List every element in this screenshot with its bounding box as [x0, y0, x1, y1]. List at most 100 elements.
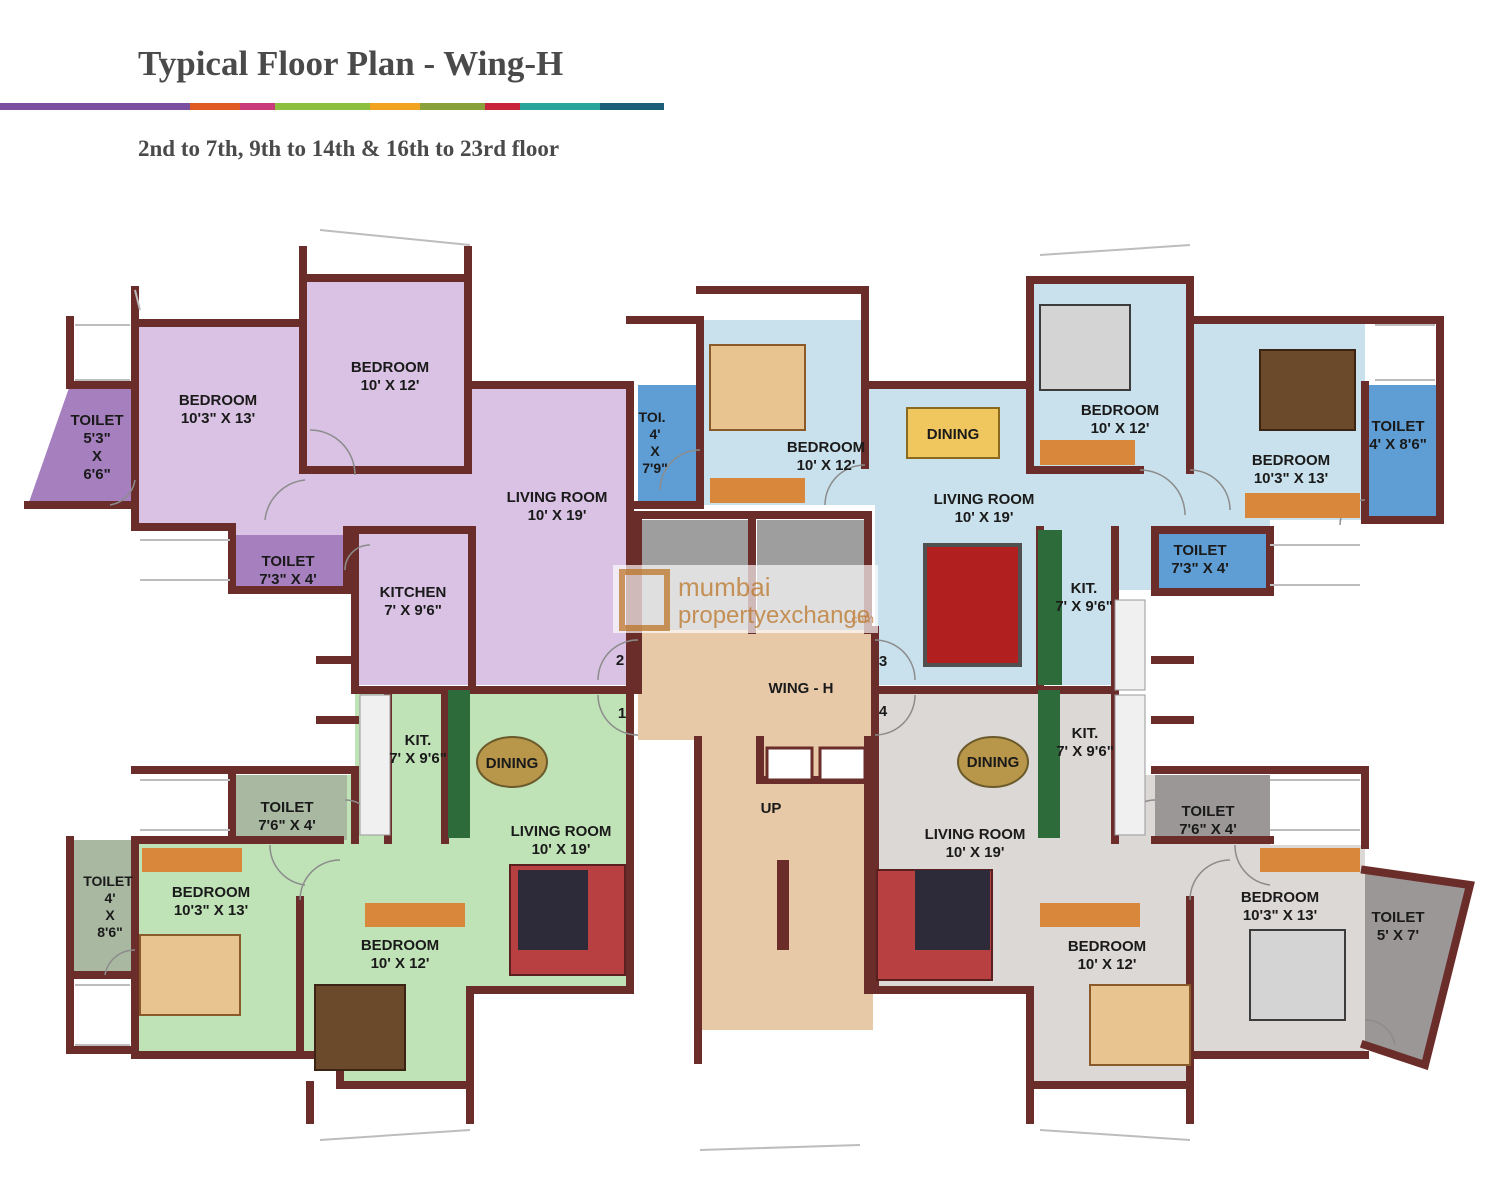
wardrobe-icon [710, 478, 805, 503]
fill-tl-toilet2 [232, 535, 347, 590]
wardrobe-icon [142, 848, 242, 872]
kitchen-counter-icon [359, 694, 391, 836]
wardrobe-icon [1040, 903, 1140, 927]
room-label-bl-dining: DINING [486, 755, 539, 772]
dining-table-icon [957, 736, 1029, 788]
watermark-line2: propertyexchange [678, 602, 870, 629]
door-number-3: 3 [879, 653, 887, 670]
door-numbers: 1 2 3 4 [616, 652, 888, 722]
dining-table-icon [476, 736, 548, 788]
fill-bl-toilet [232, 775, 347, 840]
room-label-bl-kit: KIT.7' X 9'6" [389, 732, 447, 767]
bed-icon [1039, 304, 1131, 391]
fill-tr [700, 280, 1365, 685]
page-subtitle: 2nd to 7th, 9th to 14th & 16th to 23rd f… [138, 136, 560, 161]
door-number-2: 2 [616, 652, 624, 669]
wardrobe-icon [1260, 848, 1360, 872]
fill-lobby [638, 630, 875, 740]
wardrobe-icon [1040, 440, 1135, 465]
dining-table-icon [906, 407, 1000, 459]
stripe-segment [485, 103, 520, 110]
rug-icon [518, 870, 588, 950]
windows [75, 229, 1435, 1151]
fill-tr-toilet-bottom [1155, 530, 1270, 592]
room-label-wing: WING - H [769, 680, 834, 697]
lift-shaft-icon [818, 746, 867, 782]
room-label-tr-kit: KIT.7' X 9'6" [1055, 580, 1113, 615]
furniture [139, 304, 1360, 1071]
room-label-br-dining: DINING [967, 754, 1020, 771]
planter-icon [448, 690, 470, 838]
stripe-segment [420, 103, 485, 110]
bed-icon [314, 984, 406, 1071]
stripe-segment [190, 103, 240, 110]
bed-icon [1249, 929, 1346, 1021]
room-label-br-kit: KIT.7' X 9'6" [1056, 725, 1114, 760]
stripe-segment [520, 103, 600, 110]
watermark-line1: mumbai [678, 572, 770, 602]
watermark-icon [619, 569, 670, 631]
door-number-1: 1 [618, 705, 626, 722]
rug-icon [915, 870, 990, 950]
kitchen-counter-icon [1114, 599, 1146, 691]
kitchen-counter-icon [1114, 694, 1146, 836]
watermark-line3: .com [848, 612, 874, 626]
wardrobe-icon [1245, 493, 1360, 518]
bed-icon [1259, 349, 1356, 431]
fill-tr-toi [638, 385, 700, 505]
fill-tr-toilet-right [1365, 385, 1437, 520]
planter-icon [1038, 530, 1062, 685]
color-stripe [0, 103, 664, 110]
fill-bl-toilet-left [70, 840, 135, 975]
fill-br-toilet [1155, 775, 1270, 840]
lift-shaft-icon [765, 746, 814, 782]
stair-handrail [777, 860, 789, 950]
door-number-4: 4 [879, 703, 888, 720]
wardrobe-icon [365, 903, 465, 927]
fill-br-toilet-right [1365, 870, 1470, 1065]
planter-icon [1038, 690, 1060, 838]
stripe-segment [370, 103, 420, 110]
page-title: Typical Floor Plan - Wing-H [138, 44, 564, 83]
stripe-segment [0, 103, 190, 110]
bed-icon [709, 344, 806, 431]
stripe-segment [240, 103, 275, 110]
fill-tl-toilet [28, 385, 135, 505]
fill-tl-kitchen [355, 530, 472, 685]
walls [24, 246, 1475, 1124]
watermark-logo: mumbai propertyexchange .com [613, 565, 878, 633]
room-fills [28, 278, 1470, 1085]
door-arcs [104, 429, 1396, 1046]
bed-icon [1089, 984, 1191, 1066]
sofa-icon [923, 543, 1022, 667]
room-label-tr-dining: DINING [927, 426, 980, 443]
room-label-up: UP [761, 800, 782, 817]
stripe-segment [600, 103, 664, 110]
stripe-segment [275, 103, 370, 110]
